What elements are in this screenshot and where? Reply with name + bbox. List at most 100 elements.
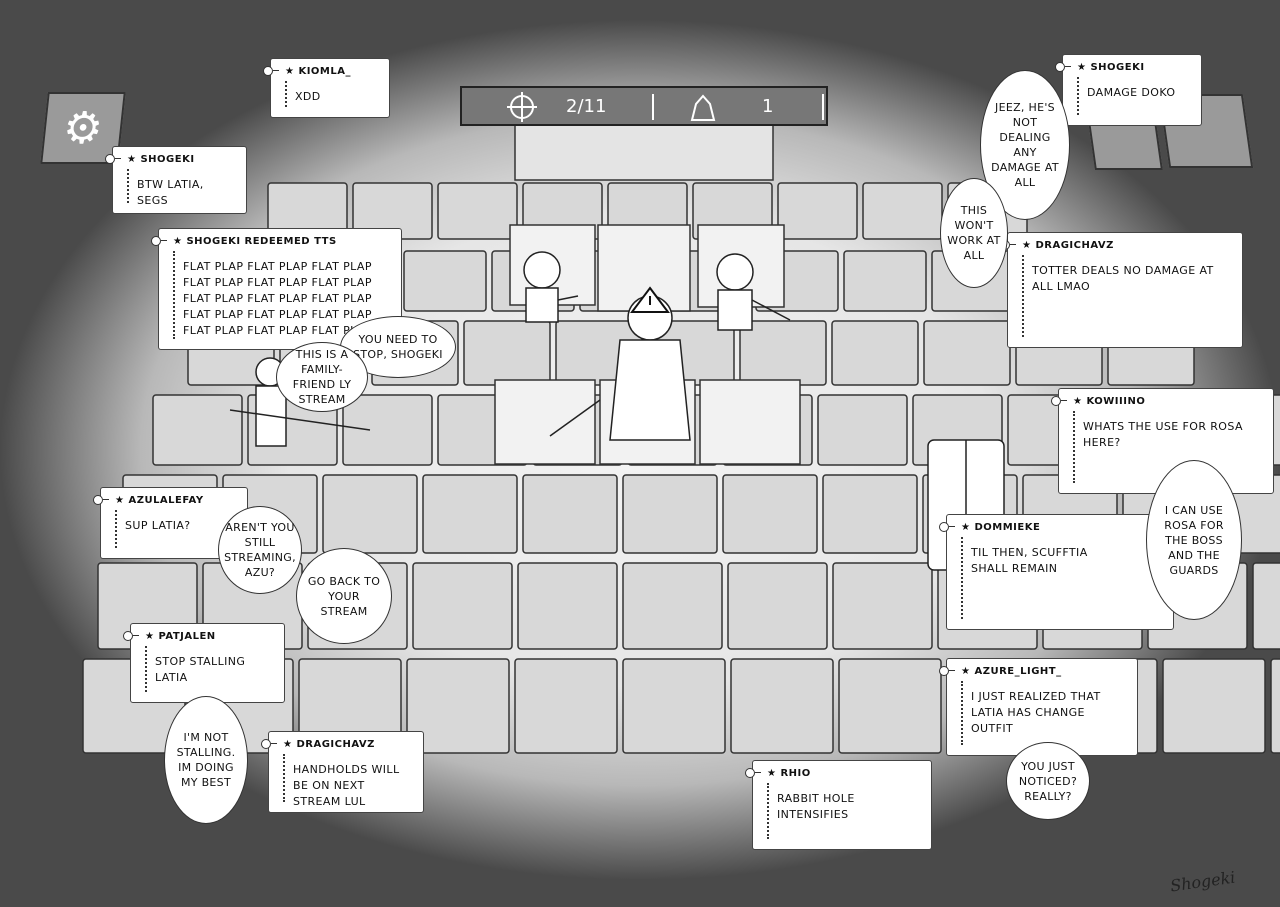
chat-message-rhio: Rhio Rabbit hole intensifies [745,760,932,850]
floor-tile[interactable] [923,320,1011,386]
speech-bubble-go-back: Go back to your stream [296,548,392,644]
floor-tile[interactable] [514,658,618,754]
chat-username: Kiomla_ [285,66,351,77]
chat-message-dragichavz-2: Dragichavz Totter deals no damage at all… [1000,232,1243,348]
chat-username: Dommieke [961,522,1040,533]
chat-text: Til then, Scufftia shall remain [971,546,1088,575]
divider [1073,411,1078,483]
life-beacon-icon [690,94,716,121]
floor-tile[interactable] [403,250,487,312]
chat-message-shogeki-2: Shogeki Damage doko [1055,54,1202,126]
chat-message-dragichavz-1: Dragichavz Handholds will be on next str… [261,731,424,813]
chat-username: Kowiiino [1073,396,1145,407]
pin-icon [939,666,955,676]
chat-username: Dragichavz [1022,240,1114,251]
chat-username: Shogeki redeemed TTS [173,236,337,247]
divider [115,510,120,548]
floor-tile[interactable] [831,320,919,386]
enemy-target-icon [507,92,537,122]
chat-text: XDD [295,90,321,103]
speech-bubble-noticed: You just noticed? Really? [1006,742,1090,820]
pin-icon [939,522,955,532]
floor-tile[interactable] [1162,658,1266,754]
floor-tile[interactable] [152,394,243,466]
chat-text: Damage doko [1087,86,1176,99]
floor-tile[interactable] [730,658,834,754]
warning-triangle-icon [630,286,670,313]
floor-tile[interactable] [862,182,943,240]
floor-tile[interactable] [838,658,942,754]
chat-username: Rhio [767,768,811,779]
chat-text: Whats the use for Rosa here? [1083,420,1243,449]
floor-tile[interactable] [622,474,718,554]
divider [285,81,290,107]
life-count: 1 [762,96,774,117]
pin-icon [123,631,139,641]
chat-message-dommieke: Dommieke Til then, Scufftia shall remain [939,514,1174,630]
chat-username: Azure_Light_ [961,666,1062,677]
pin-icon [263,66,279,76]
pin-icon [151,236,167,246]
chat-username: Shogeki [1077,62,1145,73]
hud-divider [822,94,824,120]
floor-tile[interactable] [727,562,828,650]
floor-tile[interactable] [832,562,933,650]
chat-message-patjalen: Patjalen Stop stalling Latia [123,623,285,703]
divider [173,251,178,339]
floor-tile[interactable] [622,562,723,650]
floor-tile[interactable] [777,182,858,240]
deploy-tile[interactable] [699,379,801,465]
chat-text: Sup Latia? [125,519,191,532]
divider [961,681,966,745]
floor-tile[interactable] [843,250,927,312]
chat-text: Totter deals no damage at all LMAO [1032,264,1214,293]
chat-text: BTW Latia, segs [137,178,204,207]
chat-username: Dragichavz [283,739,375,750]
pin-icon [745,768,761,778]
hud-divider [652,94,654,120]
floor-tile[interactable] [342,394,433,466]
divider [127,169,132,203]
chat-text: Flat plap flat plap flat plap flat plap … [183,260,372,337]
chat-text: I just realized that Latia has change ou… [971,690,1101,735]
floor-tile[interactable] [412,562,513,650]
chat-username: Patjalen [145,631,216,642]
pin-icon [93,495,109,505]
chat-message-kiomla: Kiomla_ XDD [263,58,390,118]
floor-tile[interactable] [422,474,518,554]
floor-tile[interactable] [822,474,918,554]
floor-tile[interactable] [1270,658,1280,754]
floor-tile[interactable] [517,562,618,650]
floor-tile[interactable] [463,320,551,386]
divider [767,783,772,839]
divider [961,537,966,619]
chat-username: Azulalefay [115,495,204,506]
deploy-tile[interactable] [494,379,596,465]
pin-icon [105,154,121,164]
speech-bubble-rosa: I can use Rosa for the boss and the guar… [1146,460,1242,620]
floor-tile[interactable] [522,474,618,554]
floor-tile[interactable] [722,474,818,554]
divider [1077,77,1082,115]
operator-right[interactable] [716,253,791,331]
chat-text: Stop stalling Latia [155,655,246,684]
floor-tile[interactable] [739,320,827,386]
chat-message-shogeki-tts: Shogeki redeemed TTS Flat plap flat plap… [151,228,402,350]
operator-left[interactable] [523,251,579,323]
divider [283,754,288,802]
chat-message-shogeki-1: Shogeki BTW Latia, segs [105,146,247,214]
divider [1022,255,1027,337]
floor-tile[interactable] [622,658,726,754]
spawn-lane [514,119,774,181]
pin-icon [1051,396,1067,406]
floor-tile[interactable] [1252,562,1280,650]
floor-tile[interactable] [322,474,418,554]
enemy-count: 2/11 [566,96,607,117]
floor-tile[interactable] [406,658,510,754]
speech-bubble-wont-work: This won't work at all [940,178,1008,288]
floor-tile[interactable] [437,182,518,240]
floor-tile[interactable] [817,394,908,466]
pin-icon [1055,62,1071,72]
chat-text: Rabbit hole intensifies [777,792,855,821]
